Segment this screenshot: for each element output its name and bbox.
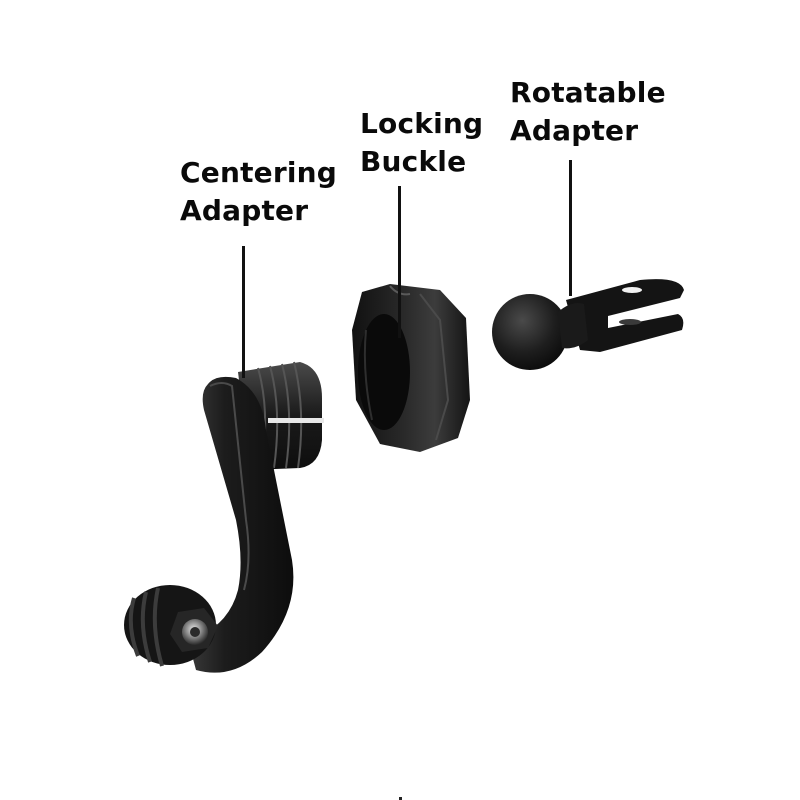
leader-line-centering-adapter — [242, 246, 245, 378]
label-line: Rotatable — [510, 76, 666, 109]
label-line: Centering — [180, 156, 338, 189]
label-rotatable-adapter: Rotatable Adapter — [510, 74, 666, 150]
rotatable-adapter-part — [492, 279, 684, 370]
label-centering-adapter: Centering Adapter — [180, 154, 337, 230]
leader-line-rotatable-adapter — [569, 160, 572, 296]
leader-line-locking-buckle — [398, 186, 401, 338]
label-line: Adapter — [180, 194, 309, 227]
locking-buckle-part — [352, 284, 470, 452]
label-line: Locking — [360, 107, 484, 140]
centering-adapter-part — [124, 361, 324, 673]
label-line: Buckle — [360, 145, 467, 178]
label-line: Adapter — [510, 114, 639, 147]
stray-dot — [399, 797, 402, 800]
label-locking-buckle: Locking Buckle — [360, 105, 483, 181]
